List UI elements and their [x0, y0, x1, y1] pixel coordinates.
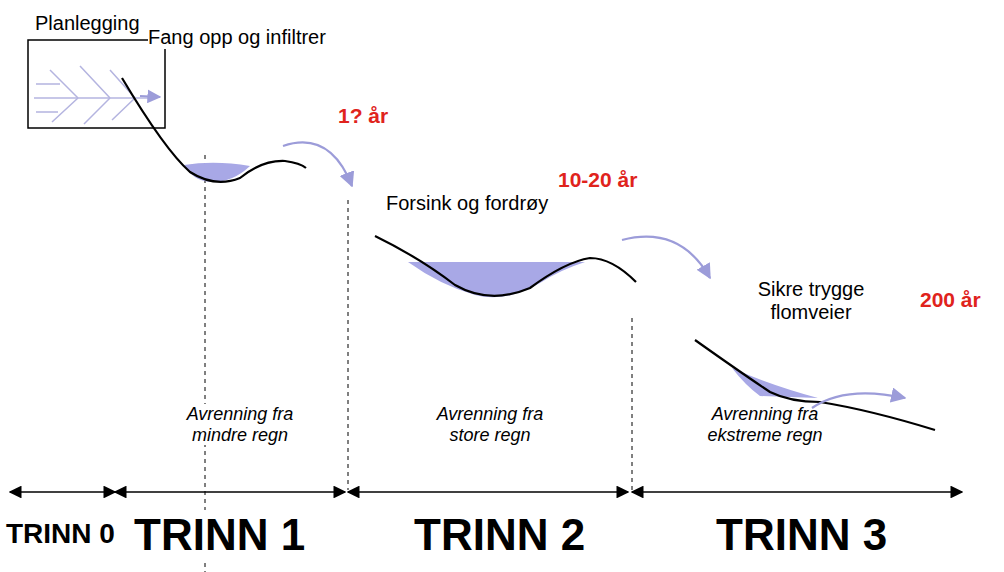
terrain-curve [375, 236, 636, 296]
return-period: 1? år [338, 104, 388, 128]
stage-title: TRINN 0 [6, 518, 115, 550]
flow-arrow [812, 393, 905, 408]
sketch-arrow [140, 96, 160, 97]
stage-title: TRINN 1 [134, 510, 305, 561]
return-period: 10-20 år [558, 168, 637, 192]
stage-title: TRINN 2 [414, 510, 585, 561]
rain-label: Avrenning fra ekstreme regn [690, 404, 840, 445]
rain-label: Avrenning fra store regn [420, 404, 560, 445]
water-fill [408, 262, 585, 297]
water-fill [184, 163, 250, 182]
step-label: Forsink og fordrøy [386, 192, 548, 215]
flow-arrow [283, 142, 352, 186]
stage-title: TRINN 3 [716, 510, 887, 561]
step-label: Fang opp og infiltrer [148, 26, 326, 49]
rain-label: Avrenning fra mindre regn [172, 404, 308, 445]
return-period: 200 år [920, 288, 981, 312]
flow-arrow [622, 237, 710, 278]
timeline-arrow [10, 491, 962, 493]
terrain-curve [122, 78, 306, 182]
heading-label: Planlegging [35, 12, 140, 35]
step-label: Sikre trygge flomveier [752, 278, 870, 324]
